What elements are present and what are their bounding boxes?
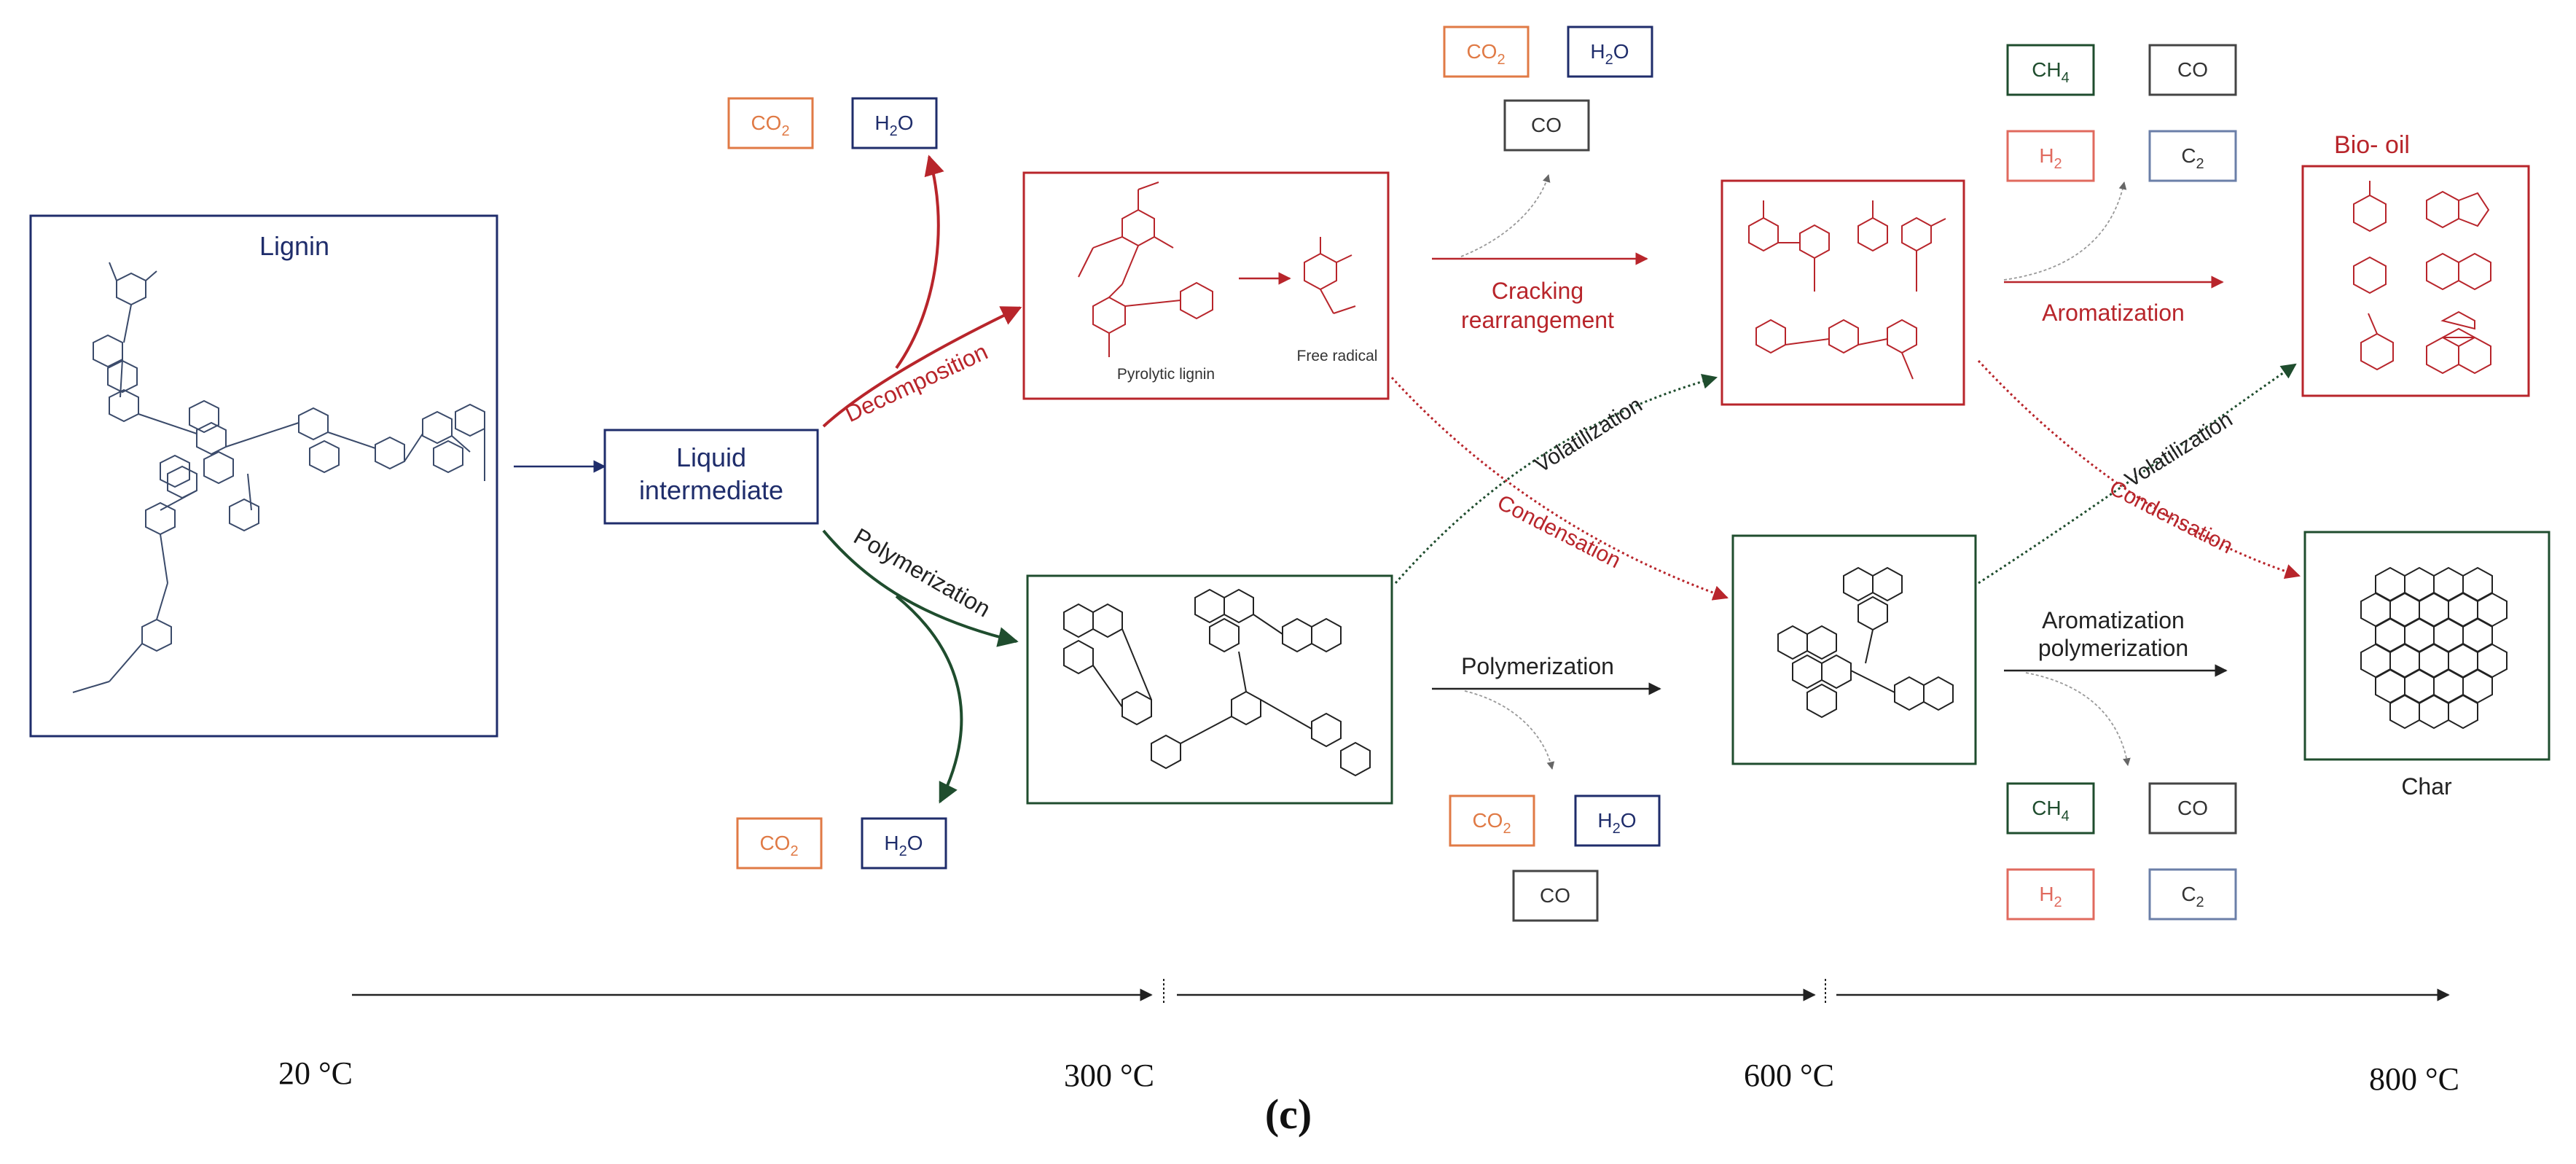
polymer-structure [1063,588,1371,777]
liquid-label-line2: intermediate [639,475,783,505]
gas-co2: CO2 [759,832,798,859]
gas-ch4: CH4 [2032,58,2070,86]
polymerized-intermediate-box [1026,574,1393,805]
gas-h2o: H2O [874,112,913,139]
gas-group-arom-poly: CH4 CO H2 C2 [2006,782,2237,921]
pyrolytic-lignin-box: Pyrolytic lignin Free radical [1022,171,1390,400]
gas-co: CO [1531,114,1562,136]
bio-oil-title: Bio- oil [2334,131,2410,159]
gas-co2: CO2 [1466,40,1505,68]
gas-co: CO [1540,884,1570,907]
gas-c2: C2 [2181,144,2204,172]
gas-co2: CO2 [751,112,789,139]
gas-co2: CO2 [1472,809,1511,837]
arrow-condensation-1 [1390,376,1729,601]
figure-label: (c) [1265,1090,1312,1138]
liquid-intermediate-box: Liquid intermediate [603,429,819,525]
arrow-decomposition [822,306,1022,428]
label-free-radical: Free radical [1297,348,1378,364]
arrow-condensation-2 [1977,359,2301,579]
label-cracking-2: rearrangement [1461,307,1614,333]
label-volatilization-2: Volatilization [2121,407,2237,492]
arrow-aromatization-gas [2003,181,2127,281]
bio-oil-box: Bio- oil [2301,131,2530,397]
lignin-title: Lignin [259,231,329,261]
label-arom-poly-2: polymerization [2038,635,2188,661]
arrow-polymerization-gas [895,595,963,804]
aromatics-box [1720,179,1965,406]
label-polymerization-2: Polymerization [1461,653,1614,679]
label-decomposition: Decomposition [841,338,992,427]
arrow-polymerization-2-gas [1464,690,1555,770]
label-pyrolytic-lignin: Pyrolytic lignin [1117,366,1215,383]
gas-group-polymerization-1: CO2 H2O [736,817,947,870]
temperature-axis: 20 °C 300 °C 600 °C 800 °C [278,979,2459,1097]
char-box: Char [2303,531,2550,800]
gas-h2: H2 [2039,883,2062,910]
gas-c2: C2 [2181,883,2204,910]
arrow-cracking-gas [1460,173,1551,257]
liquid-label-line1: Liquid [676,442,746,472]
temp-label-20: 20 °C [278,1055,353,1091]
free-radical-structure [1304,237,1356,314]
gas-group-aromatization: CH4 CO H2 C2 [2006,44,2237,182]
aromatics-structures [1748,200,1946,380]
gas-group-decomposition: CO2 H2O [727,97,938,149]
bio-oil-structures [2353,181,2491,375]
label-cracking-1: Cracking [1492,278,1583,304]
condensed-box [1731,534,1977,765]
label-volatilization-1: Volatilization [1531,393,1647,477]
label-aromatization: Aromatization [2042,300,2185,326]
label-arom-poly-1: Aromatization [2042,607,2185,633]
gas-h2: H2 [2039,144,2062,172]
arrow-polymerization-1 [822,529,1019,647]
label-condensation-2: Condensation [2105,476,2236,558]
arrow-volatilization-1 [1394,374,1718,584]
gas-group-polymerization-2: CO2 H2O CO [1449,794,1661,922]
gas-co: CO [2177,797,2208,819]
temp-label-600: 600 °C [1744,1058,1834,1093]
gas-ch4: CH4 [2032,797,2070,824]
condensed-structure [1777,566,1954,719]
char-structure [2360,566,2508,730]
temp-label-800: 800 °C [2369,1061,2459,1097]
temp-label-300: 300 °C [1064,1058,1154,1093]
label-condensation-1: Condensation [1493,491,1624,573]
arrow-arom-poly-gas [2025,672,2131,767]
pyrolytic-lignin-structure [1078,181,1213,357]
arrow-decomposition-gas [895,155,944,370]
gas-h2o: H2O [1597,809,1636,837]
lignin-box: Lignin [29,214,498,738]
gas-co: CO [2177,58,2208,81]
gas-h2o: H2O [1590,40,1629,68]
arrow-volatilization-2 [1978,363,2297,585]
gas-h2o: H2O [884,832,923,859]
lignin-structure [72,262,485,693]
char-label: Char [2401,773,2452,800]
gas-group-cracking: CO2 H2O CO [1443,26,1653,152]
